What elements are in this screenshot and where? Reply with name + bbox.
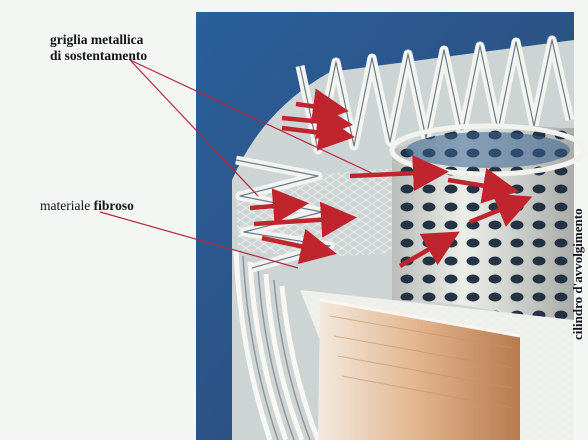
label-support-grid: griglia metallica di sostentamento xyxy=(50,32,147,64)
label-fibrous-material-word2: fibroso xyxy=(94,198,134,213)
winding-cylinder xyxy=(392,126,584,330)
label-winding-cylinder: cilindro d'avvolgimento xyxy=(570,208,586,340)
label-support-grid-line1: griglia metallica xyxy=(50,32,147,48)
label-support-grid-line2: di sostentamento xyxy=(50,48,147,64)
label-fibrous-material: materiale fibroso xyxy=(40,198,134,214)
label-fibrous-material-word1: materiale xyxy=(40,198,90,213)
